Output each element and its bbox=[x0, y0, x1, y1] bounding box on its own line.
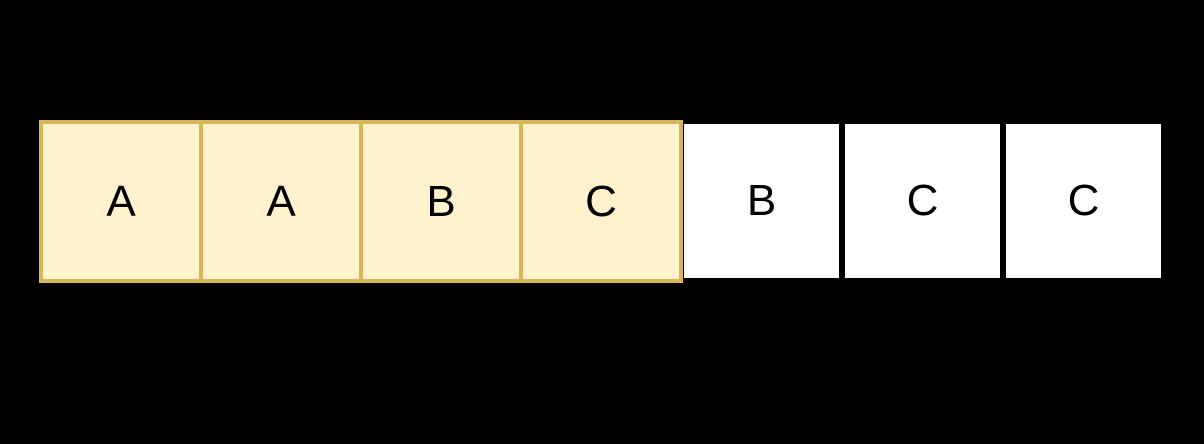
cell-1-highlighted: A bbox=[43, 124, 199, 279]
cell-3-label: B bbox=[426, 176, 456, 226]
cell-3-highlighted: B bbox=[363, 124, 519, 279]
cell-7-plain: C bbox=[1006, 124, 1161, 278]
cell-6-label: C bbox=[906, 176, 939, 225]
cell-2-highlighted: A bbox=[203, 124, 359, 279]
cell-5-label: B bbox=[746, 176, 777, 225]
cell-4-highlighted: C bbox=[523, 124, 679, 279]
cell-2-label: A bbox=[266, 176, 296, 226]
cell-4-label: C bbox=[585, 176, 617, 226]
highlighted-cell-group: A A B C bbox=[39, 120, 683, 283]
cell-7-label: C bbox=[1067, 176, 1100, 225]
cell-5-plain: B bbox=[684, 124, 839, 278]
cell-1-label: A bbox=[106, 176, 136, 226]
cell-6-plain: C bbox=[845, 124, 1000, 278]
